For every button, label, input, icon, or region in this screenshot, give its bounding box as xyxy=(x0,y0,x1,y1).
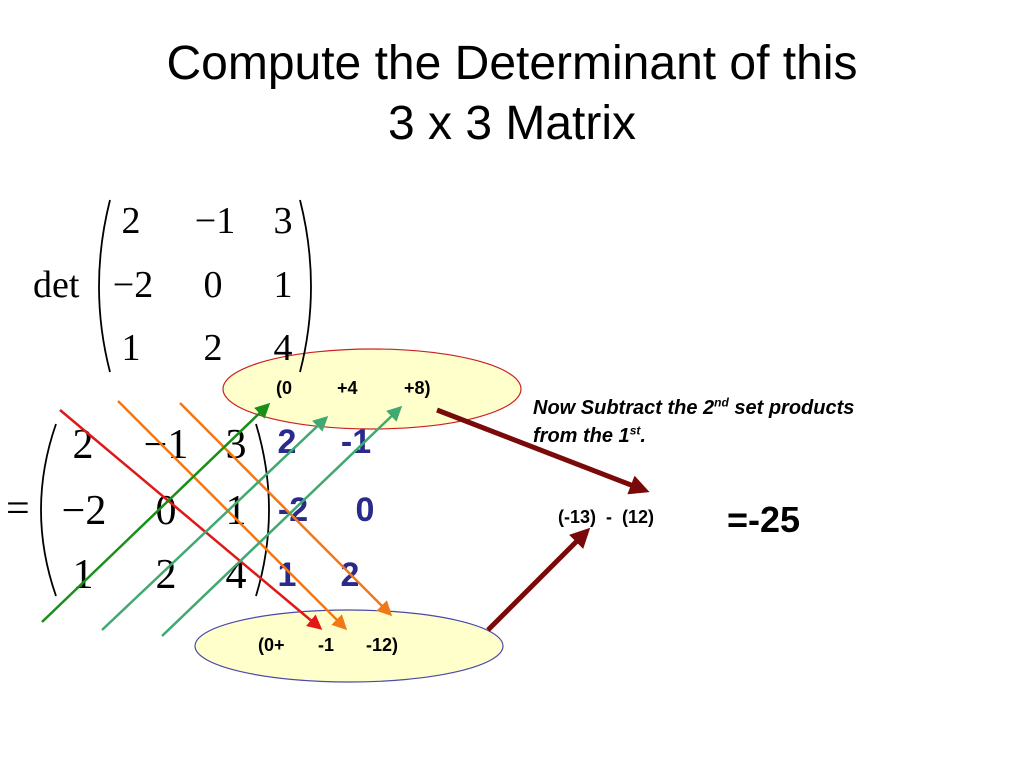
bottom-product-3: -12) xyxy=(366,635,399,655)
det-cell-r3c3: 4 xyxy=(273,327,293,369)
diagonal-lightgreen-up-2 xyxy=(161,405,403,637)
diagonal-red-down xyxy=(59,409,323,630)
note-sup-1: nd xyxy=(714,395,729,410)
diagonal-orange-down-1 xyxy=(117,400,348,631)
title-line-2: 3 x 3 Matrix xyxy=(387,97,637,150)
bottom-product-2: -1 xyxy=(318,635,335,655)
expanded-cell-r2c2: 0 xyxy=(155,488,177,534)
equals-sign: = xyxy=(6,486,30,532)
expanded-right-paren xyxy=(255,423,270,597)
det-left-paren xyxy=(98,199,111,373)
arrow-top-to-subtraction xyxy=(436,407,650,495)
diagonal-lightgreen-up-1 xyxy=(101,415,329,631)
top-product-2: +4 xyxy=(337,378,358,398)
subtraction-expression: (-13) - (12) xyxy=(558,507,655,527)
det-cell-r1c3: 3 xyxy=(273,200,293,242)
top-product-1: (0 xyxy=(276,378,293,398)
det-cell-r2c3: 1 xyxy=(273,264,293,306)
det-cell-r2c1: −2 xyxy=(112,264,154,306)
expanded-cell-r2c3: 1 xyxy=(225,488,247,534)
instruction-note: Now Subtract the 2nd set products from t… xyxy=(533,394,863,450)
diagonal-orange-down-2 xyxy=(179,402,393,617)
det-cell-r1c2: −1 xyxy=(194,200,236,242)
bottom-products-ellipse xyxy=(194,609,504,683)
note-part-1: Now Subtract the 2 xyxy=(533,397,715,419)
expanded-left-paren xyxy=(40,423,57,597)
top-products-ellipse xyxy=(222,348,522,430)
det-cell-r1c1: 2 xyxy=(121,200,141,242)
det-cell-r3c2: 2 xyxy=(203,327,223,369)
title-line-1: Compute the Determinant of this xyxy=(166,37,858,90)
note-part-2: set products from the 1 xyxy=(533,397,855,447)
expanded-cell-r3c3: 4 xyxy=(225,552,247,598)
det-label: det xyxy=(33,264,80,306)
expanded-cell-r3c1: 1 xyxy=(72,552,94,598)
expanded-cell-r2c1: −2 xyxy=(61,488,107,534)
arrow-bottom-to-subtraction xyxy=(486,527,591,632)
det-cell-r2c2: 0 xyxy=(203,264,223,306)
expanded-cell-r1c2: −1 xyxy=(143,422,189,468)
slide-title: Compute the Determinant of this 3 x 3 Ma… xyxy=(0,34,1024,154)
bottom-product-1: (0+ xyxy=(258,635,285,655)
final-result: =-25 xyxy=(727,499,801,540)
note-part-3: . xyxy=(640,425,646,447)
extra-col-r2c2: 0 xyxy=(355,491,375,529)
det-cell-r3c1: 1 xyxy=(121,327,141,369)
note-sup-2: st xyxy=(629,423,641,438)
top-product-3: +8) xyxy=(404,378,431,398)
diagonal-green-up xyxy=(41,402,271,623)
det-right-paren xyxy=(299,199,312,373)
